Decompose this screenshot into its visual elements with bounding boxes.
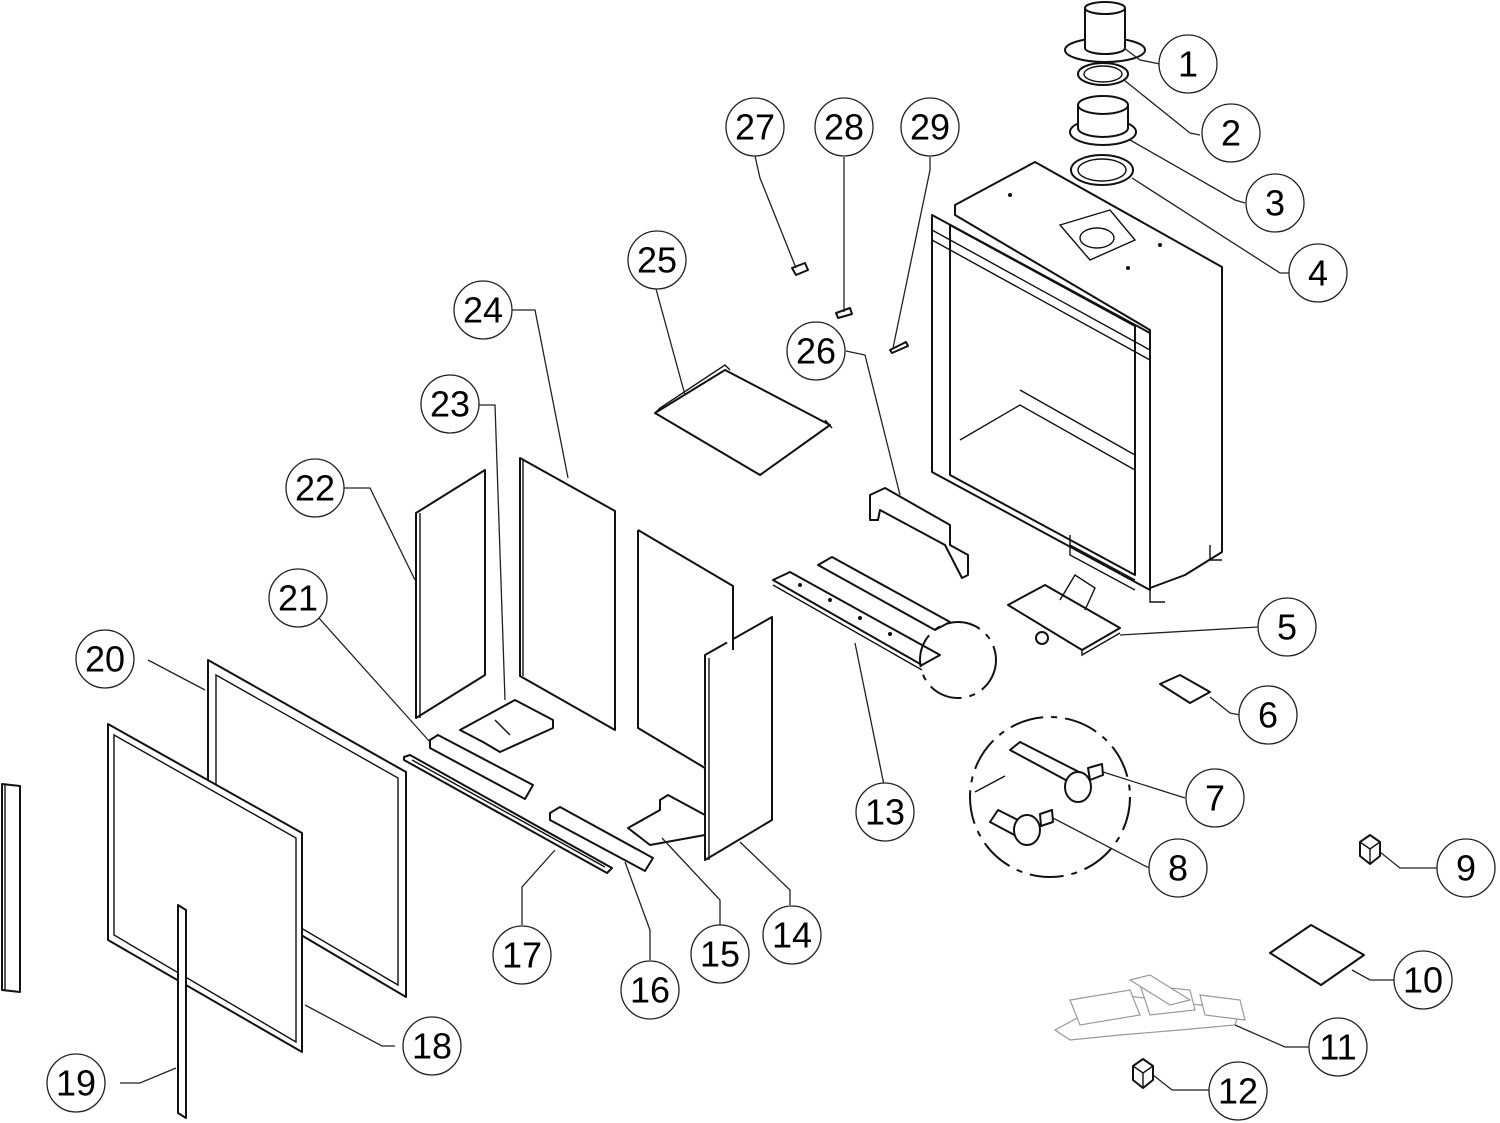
callout-7[interactable]: 7 xyxy=(1185,768,1245,828)
callout-21[interactable]: 21 xyxy=(268,568,328,628)
callout-label: 29 xyxy=(910,107,950,148)
callout-label: 26 xyxy=(796,331,836,372)
part-floor-refractory-right xyxy=(627,794,706,846)
detail-circle-small xyxy=(919,621,997,699)
part-side-refractory-panel-right xyxy=(704,616,773,861)
callout-11[interactable]: 11 xyxy=(1308,1017,1368,1077)
part-back-refractory-panel-right xyxy=(637,529,734,769)
part-flat-sheet xyxy=(1269,924,1365,986)
callout-label: 20 xyxy=(85,639,125,680)
part-small-cube-9 xyxy=(1359,834,1381,865)
part-small-cube-12 xyxy=(1132,1058,1154,1089)
callout-2[interactable]: 2 xyxy=(1201,103,1261,163)
callout-label: 7 xyxy=(1205,778,1225,819)
part-vent-collar-outer xyxy=(1069,95,1137,146)
part-burner-tray xyxy=(772,556,951,671)
callout-18[interactable]: 18 xyxy=(402,1016,462,1076)
callout-label: 4 xyxy=(1308,253,1328,294)
callout-label: 9 xyxy=(1456,848,1476,889)
part-front-channel-rail xyxy=(403,754,613,874)
callout-label: 13 xyxy=(865,792,905,833)
detail-view-burner-orifices xyxy=(969,716,1131,878)
callout-20[interactable]: 20 xyxy=(75,629,135,689)
callout-26[interactable]: 26 xyxy=(786,321,846,381)
callout-25[interactable]: 25 xyxy=(627,230,687,290)
callout-label: 21 xyxy=(278,578,318,619)
callout-label: 16 xyxy=(630,970,670,1011)
callout-label: 2 xyxy=(1221,113,1241,154)
callout-label: 8 xyxy=(1168,848,1188,889)
part-vent-collar-inner xyxy=(1064,1,1146,63)
callout-1[interactable]: 1 xyxy=(1158,34,1218,94)
callout-24[interactable]: 24 xyxy=(453,280,513,340)
callout-28[interactable]: 28 xyxy=(814,97,874,157)
callout-12[interactable]: 12 xyxy=(1208,1061,1268,1121)
part-front-refractory-log-rail xyxy=(549,806,654,872)
callout-label: 3 xyxy=(1265,183,1285,224)
callout-15[interactable]: 15 xyxy=(690,924,750,984)
part-baffle-plate xyxy=(654,364,833,476)
part-firebox xyxy=(931,161,1223,603)
callout-label: 5 xyxy=(1277,607,1297,648)
callout-label: 27 xyxy=(735,107,775,148)
part-glass-door-front xyxy=(107,723,303,1053)
part-valve-assembly xyxy=(1007,574,1121,657)
callout-label: 23 xyxy=(430,384,470,425)
callout-label: 12 xyxy=(1218,1071,1258,1112)
callout-label: 28 xyxy=(824,107,864,148)
callout-label: 10 xyxy=(1403,960,1443,1001)
leader-lines xyxy=(120,47,1440,1091)
callout-label: 11 xyxy=(1319,1027,1356,1068)
callout-label: 15 xyxy=(700,934,740,975)
part-clip-small xyxy=(835,307,853,319)
callout-label: 18 xyxy=(412,1026,452,1067)
callout-8[interactable]: 8 xyxy=(1148,838,1208,898)
callout-label: 22 xyxy=(295,468,335,509)
callout-29[interactable]: 29 xyxy=(900,97,960,157)
part-side-refractory-panel-left xyxy=(415,469,486,719)
part-clip xyxy=(791,262,809,276)
part-left-trim-piece xyxy=(1,783,21,993)
callout-label: 1 xyxy=(1178,44,1198,85)
part-floor-refractory-left xyxy=(459,699,554,753)
part-gasket-ring-large xyxy=(1070,154,1134,186)
part-access-cover xyxy=(1159,674,1211,704)
callout-14[interactable]: 14 xyxy=(762,905,822,965)
callout-5[interactable]: 5 xyxy=(1257,597,1317,657)
callout-13[interactable]: 13 xyxy=(855,782,915,842)
part-front-refractory-rail-left xyxy=(429,734,534,800)
callout-9[interactable]: 9 xyxy=(1436,838,1496,898)
callout-19[interactable]: 19 xyxy=(46,1053,106,1113)
part-side-trim-strip xyxy=(177,904,187,1119)
callout-label: 14 xyxy=(772,915,812,956)
part-gasket-ring-small xyxy=(1077,62,1129,86)
callout-label: 24 xyxy=(463,290,503,331)
part-log-set xyxy=(1053,974,1246,1041)
part-pin xyxy=(889,341,909,354)
callout-23[interactable]: 23 xyxy=(420,374,480,434)
part-back-refractory-panel xyxy=(519,457,616,731)
callout-22[interactable]: 22 xyxy=(285,458,345,518)
callout-27[interactable]: 27 xyxy=(725,97,785,157)
callout-17[interactable]: 17 xyxy=(492,925,552,985)
callout-3[interactable]: 3 xyxy=(1245,173,1305,233)
callout-16[interactable]: 16 xyxy=(620,960,680,1020)
callout-label: 17 xyxy=(502,935,542,976)
callout-label: 25 xyxy=(637,240,677,281)
callout-label: 6 xyxy=(1258,695,1278,736)
callout-4[interactable]: 4 xyxy=(1288,243,1348,303)
callout-label: 19 xyxy=(56,1063,96,1104)
callout-10[interactable]: 10 xyxy=(1393,950,1453,1010)
part-burner-support-bracket xyxy=(869,487,969,579)
callout-6[interactable]: 6 xyxy=(1238,685,1298,745)
